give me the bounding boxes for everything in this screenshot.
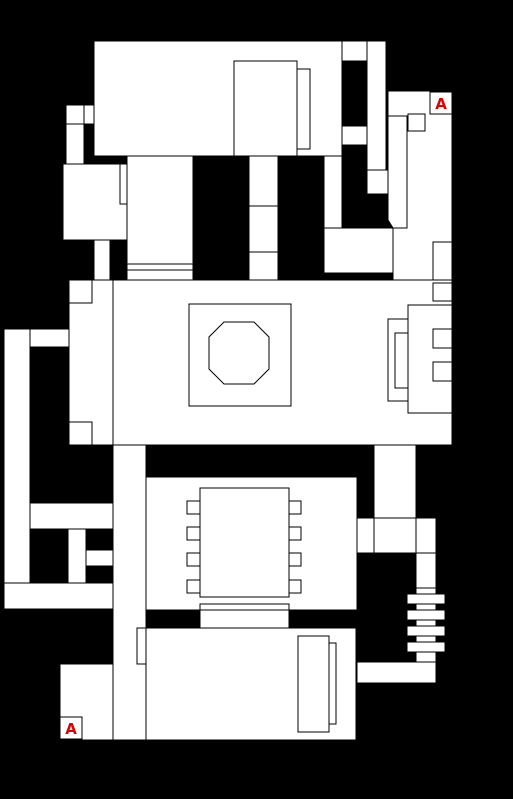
chamber-lower-center: [199, 487, 290, 598]
room-top-inner-strip: [296, 68, 311, 150]
room-middle-right-top-nook: [432, 282, 453, 302]
room-left-stub-a: [65, 104, 85, 125]
corridor-right-junction-b: [373, 517, 417, 554]
ladder-rung-1: [406, 593, 446, 605]
corridor-center-c: [248, 251, 279, 281]
corridor-top-right-d: [366, 169, 389, 195]
stairs-step-1: [126, 263, 194, 271]
corridor-right-inner: [323, 155, 343, 229]
notch-right-1: [288, 500, 302, 515]
corridor-left-vertical: [65, 123, 85, 165]
alcove-right-inner: [394, 332, 409, 389]
corridor-center-b: [248, 205, 279, 253]
corridor-right-descent: [415, 552, 437, 589]
room-lower-bottom-inner-box: [297, 635, 330, 733]
ladder-rung-3: [406, 625, 446, 637]
room-right-tall-notch: [407, 113, 426, 132]
corridor-right-junction-a: [356, 517, 375, 554]
marker-a-bottom-left[interactable]: A: [59, 716, 83, 740]
wall-right-corner: [387, 115, 408, 229]
corridor-far-left-bottom: [3, 582, 114, 610]
corridor-top-right-b: [366, 40, 387, 171]
marker-a-top-right-label: A: [435, 95, 447, 113]
room-right-lower: [323, 227, 395, 274]
stairs-step-2: [126, 269, 194, 281]
ladder-rung-2: [406, 609, 446, 621]
corridor-right-junction-c: [415, 517, 437, 554]
room-left-mid: [62, 163, 128, 241]
room-right-tall-nook: [432, 241, 453, 281]
corridor-top-right-a: [341, 40, 368, 62]
corridor-lower-left-vertical: [112, 444, 147, 741]
ladder-rung-4: [406, 641, 446, 653]
notch-left-4: [186, 579, 201, 594]
corridor-right-down: [373, 444, 417, 519]
corridor-right-bottom: [356, 661, 437, 684]
room-lower-bottom-left-strip: [136, 627, 147, 665]
notch-left-1: [186, 500, 201, 515]
corridor-far-left-mid: [29, 502, 114, 530]
corridor-far-left-top: [29, 328, 70, 348]
corridor-center-left: [126, 155, 194, 265]
room-middle-left-top-nook: [68, 279, 93, 304]
corridor-left-down: [93, 239, 111, 281]
pillar-octagon: [208, 321, 270, 385]
room-lower-bottom-inner-strip: [328, 642, 337, 725]
room-middle-right-slot-2: [432, 361, 453, 382]
marker-a-bottom-left-label: A: [65, 720, 77, 738]
notch-left-3: [186, 552, 201, 567]
corridor-center-a: [248, 155, 279, 207]
notch-left-2: [186, 526, 201, 541]
notch-right-4: [288, 579, 302, 594]
room-middle-left-column: [68, 279, 114, 446]
marker-a-top-right[interactable]: A: [429, 91, 453, 115]
corridor-top-right-c: [341, 125, 368, 146]
passage-lower-connector-a: [199, 603, 290, 611]
notch-right-3: [288, 552, 302, 567]
corridor-far-left-vertical: [3, 328, 31, 584]
corridor-far-left-stub-side: [85, 549, 114, 567]
room-middle-left-bottom-nook: [68, 421, 93, 446]
corridor-far-left-stub: [67, 528, 87, 584]
room-middle-right-box: [407, 304, 453, 414]
room-top-inner-box: [233, 60, 298, 157]
room-middle-right-slot-1: [432, 328, 453, 349]
room-left-stub-b: [83, 104, 95, 125]
notch-right-2: [288, 526, 302, 541]
passage-lower-connector-b: [199, 609, 290, 629]
